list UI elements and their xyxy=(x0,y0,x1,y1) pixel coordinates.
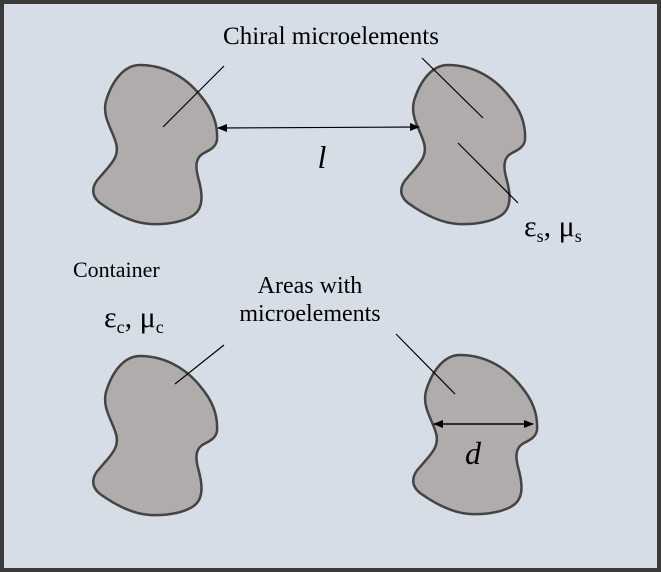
container-label: Container xyxy=(73,257,160,282)
eps-subscript: s xyxy=(537,226,544,246)
distance-arrow xyxy=(217,123,420,132)
params-separator: , xyxy=(544,210,559,243)
leader-line-areas-left xyxy=(174,344,225,385)
eps-subscript: c xyxy=(117,317,125,337)
leader-line-chiral-right xyxy=(421,57,484,119)
mu-subscript: c xyxy=(156,317,164,337)
params-separator: , xyxy=(125,301,140,334)
element-params-label: εs, μs xyxy=(524,210,582,246)
distance-label: l xyxy=(318,139,327,175)
mu-subscript: s xyxy=(575,226,582,246)
leader-line-eps-s xyxy=(457,142,519,204)
eps-symbol: ε xyxy=(524,210,537,243)
mu-symbol: μ xyxy=(140,301,156,334)
chiral-microelements-label: Chiral microelements xyxy=(223,23,439,50)
leader-line-areas-right xyxy=(395,333,456,395)
mu-symbol: μ xyxy=(559,210,575,243)
diameter-label: d xyxy=(465,435,482,471)
eps-symbol: ε xyxy=(104,301,117,334)
areas-label-line1: Areas with xyxy=(258,273,363,299)
container-params-label: εc, μc xyxy=(104,301,164,337)
leader-line-chiral-left xyxy=(162,65,225,128)
areas-label-line2: microelements xyxy=(239,301,380,327)
